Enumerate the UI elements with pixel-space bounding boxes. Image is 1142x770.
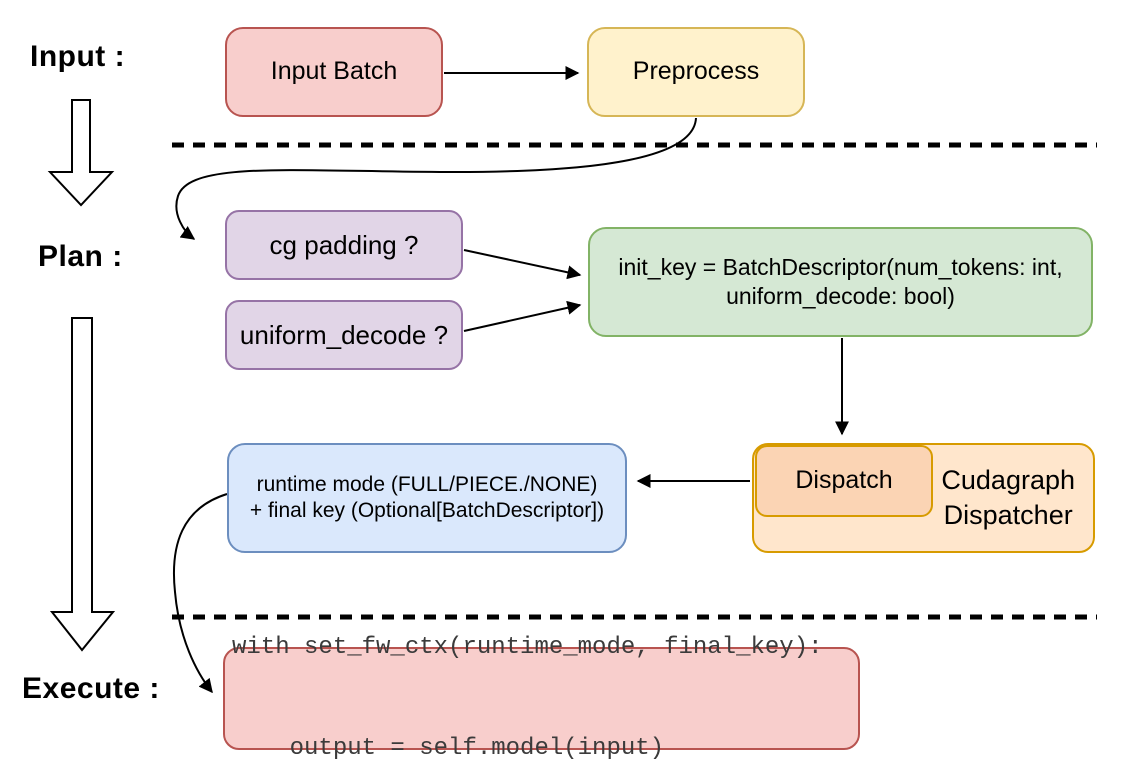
execute-code-line2: output = self.model(input)	[232, 735, 665, 763]
execute-code-block: with set_fw_ctx(runtime_mode, final_key)…	[232, 564, 823, 770]
node-uniform-decode: uniform_decode ?	[225, 300, 463, 370]
arrow-uniform-decode-to-init-key	[463, 300, 582, 332]
execute-code-line1: with set_fw_ctx(runtime_mode, final_key)…	[232, 634, 823, 662]
node-init-key: init_key = BatchDescriptor(num_tokens: i…	[588, 227, 1093, 337]
arrow-runtime-mode-to-execute	[172, 493, 228, 694]
hollow-arrow-input-to-plan	[47, 99, 115, 207]
node-runtime-mode: runtime mode (FULL/PIECE./NONE) + final …	[227, 443, 627, 553]
node-preprocess: Preprocess	[587, 27, 805, 117]
node-cg-padding-label: cg padding ?	[269, 229, 419, 260]
node-cudagraph-dispatcher-label: Cudagraph Dispatcher	[941, 463, 1075, 533]
section-label-plan: Plan :	[38, 240, 123, 273]
node-cudagraph-line2: Dispatcher	[943, 500, 1073, 530]
node-dispatch: Dispatch	[755, 445, 933, 517]
node-init-key-line1: init_key = BatchDescriptor(num_tokens: i…	[618, 254, 1063, 281]
section-label-execute: Execute :	[22, 672, 160, 705]
section-label-input: Input :	[30, 40, 126, 73]
node-input-batch-label: Input Batch	[270, 57, 398, 86]
arrow-cg-padding-to-init-key	[463, 249, 582, 280]
node-init-key-line2: uniform_decode: bool)	[726, 283, 955, 309]
node-cudagraph-line1: Cudagraph	[941, 464, 1075, 495]
node-execute-code: with set_fw_ctx(runtime_mode, final_key)…	[223, 634, 860, 762]
node-input-batch: Input Batch	[225, 27, 443, 117]
node-uniform-decode-label: uniform_decode ?	[239, 319, 449, 350]
node-runtime-mode-line1: runtime mode (FULL/PIECE./NONE)	[256, 472, 598, 496]
node-dispatch-label: Dispatch	[795, 466, 893, 495]
node-preprocess-label: Preprocess	[632, 57, 760, 86]
node-cg-padding: cg padding ?	[225, 210, 463, 280]
node-runtime-mode-line2: + final key (Optional[BatchDescriptor])	[249, 499, 605, 522]
hollow-arrow-plan-to-execute	[49, 317, 116, 652]
